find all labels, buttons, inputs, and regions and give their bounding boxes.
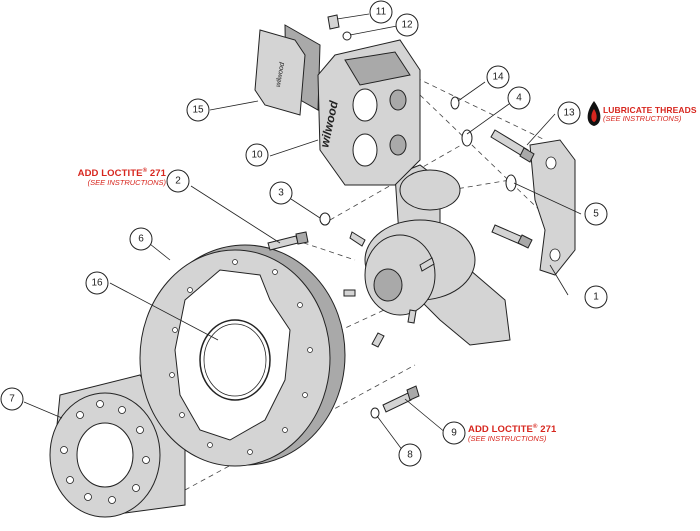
- callout-1: 1: [584, 285, 608, 309]
- callout-8: 8: [398, 443, 422, 467]
- callout-11: 11: [369, 0, 393, 24]
- caliper: wilwood: [317, 39, 421, 186]
- note-loctite-bottom-sup: ®: [532, 424, 538, 430]
- svg-text:1: 1: [593, 292, 599, 303]
- callouts: 1 2 3 4 5 6 7 8 9 10 11 12 13 14 15 16: [0, 0, 608, 467]
- caliper-bolt: [267, 231, 309, 251]
- brake-rotor: [139, 244, 346, 467]
- note-loctite-top-sup: ®: [142, 168, 148, 174]
- svg-text:8: 8: [407, 450, 413, 461]
- svg-text:14: 14: [492, 72, 504, 83]
- svg-text:4: 4: [516, 93, 522, 104]
- spindle-knuckle: [343, 164, 511, 348]
- callout-3: 3: [269, 181, 293, 205]
- svg-text:9: 9: [451, 428, 457, 439]
- callout-6: 6: [129, 227, 153, 251]
- bracket-bolt-upper: [490, 129, 535, 163]
- callout-2: 2: [166, 169, 190, 193]
- note-lubricate-main: LUBRICATE THREADS: [603, 105, 697, 115]
- callout-13: 13: [557, 101, 581, 125]
- svg-text:5: 5: [593, 209, 599, 220]
- note-loctite-bottom-main: ADD LOCTITE: [468, 424, 533, 436]
- mounting-bracket: [529, 139, 576, 276]
- note-loctite-top-main: ADD LOCTITE: [77, 168, 143, 180]
- leader-lines: [23, 13, 582, 452]
- note-loctite-bottom-sub: (SEE INSTRUCTIONS): [468, 434, 547, 444]
- bleed-screw: [327, 14, 352, 41]
- callout-4: 4: [507, 86, 531, 110]
- note-loctite-top-tail: 271: [147, 168, 166, 180]
- pad-logo: wilwood: [275, 61, 286, 88]
- callout-16: 16: [85, 271, 109, 295]
- svg-text:6: 6: [138, 234, 144, 245]
- callout-15: 15: [186, 98, 210, 122]
- callout-5: 5: [584, 202, 608, 226]
- callout-14: 14: [486, 65, 510, 89]
- callout-9: 9: [442, 421, 466, 445]
- svg-text:11: 11: [376, 7, 387, 18]
- washer-3: [319, 212, 331, 226]
- note-loctite-bottom: ADD LOCTITE® 271 (SEE INSTRUCTIONS): [468, 424, 578, 443]
- svg-text:13: 13: [563, 108, 575, 119]
- note-loctite-bottom-tail: 271: [537, 424, 557, 436]
- bracket-bolt-lower: [491, 224, 533, 249]
- note-loctite-top: ADD LOCTITE® 271 (SEE INSTRUCTIONS): [68, 168, 166, 187]
- svg-text:2: 2: [175, 176, 181, 187]
- brake-pads: wilwood: [254, 24, 321, 116]
- svg-text:10: 10: [251, 150, 263, 161]
- washer-8: [370, 407, 380, 419]
- callout-7: 7: [0, 387, 24, 411]
- svg-text:15: 15: [192, 105, 204, 116]
- svg-text:3: 3: [278, 188, 284, 199]
- washer-14: [450, 96, 460, 110]
- callout-10: 10: [245, 143, 269, 167]
- note-loctite-top-sub: (SEE INSTRUCTIONS): [87, 178, 166, 188]
- washer-5: [505, 174, 517, 192]
- hat-bolt: [382, 385, 420, 413]
- svg-text:16: 16: [91, 278, 103, 289]
- callout-12: 12: [395, 13, 419, 37]
- note-lubricate-sub: (SEE INSTRUCTIONS): [603, 113, 682, 123]
- svg-text:7: 7: [9, 394, 15, 405]
- washer-4: [461, 129, 473, 147]
- oil-drop-icon: [587, 101, 601, 126]
- note-lubricate: LUBRICATE THREADS (SEE INSTRUCTIONS): [603, 106, 699, 123]
- svg-text:12: 12: [401, 20, 413, 31]
